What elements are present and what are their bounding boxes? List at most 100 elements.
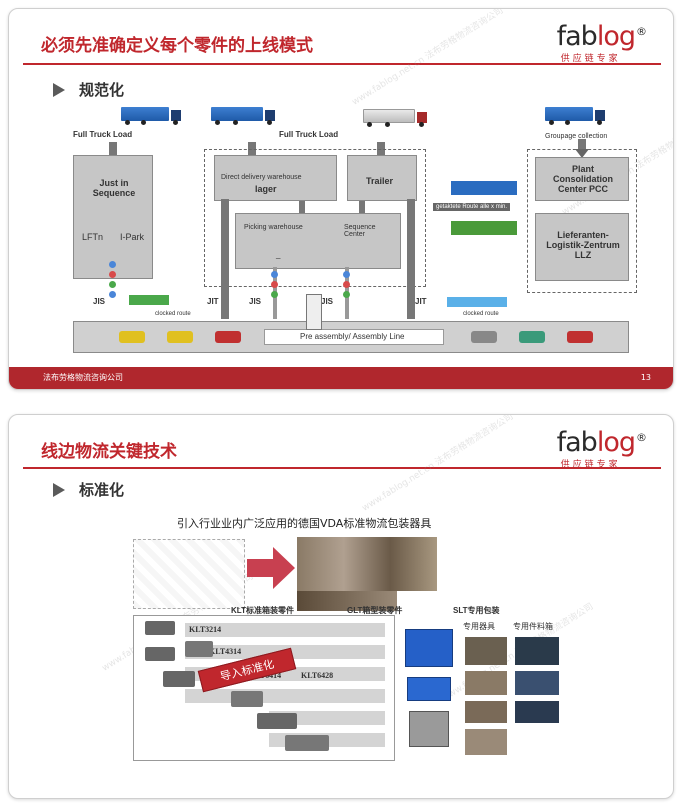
trailer-box: Trailer [347, 155, 417, 201]
warehouse-area [204, 149, 426, 287]
car-icon [215, 331, 241, 343]
tugger-train-icon [451, 181, 517, 195]
klt-bin-icon [185, 641, 213, 657]
consolidation-area [527, 149, 637, 293]
clocked-route-label: clocked route [155, 311, 191, 317]
slide-2-title: 线边物流关键技术 [41, 442, 177, 462]
slide-1-title: 必须先准确定义每个零件的上线模式 [41, 36, 313, 56]
slide-footer: 法布劳格物流咨询公司 13 [9, 367, 673, 389]
trailer-truck-icon [363, 109, 429, 127]
flow-arrow [299, 201, 305, 213]
car-icon [519, 331, 545, 343]
arrow-down-icon [575, 149, 589, 158]
clocked-route-label: clocked route [463, 311, 499, 317]
glt-label: GLT箱型装零件 [347, 606, 403, 615]
tugger-train-icon [129, 295, 169, 305]
watermark: www.fablog.net.cn 法布劳格物流咨询公司 [350, 8, 506, 108]
jit-label: JIT [207, 297, 219, 306]
pcc-box: Plant Consolidation Center PCC [535, 157, 629, 201]
footer-company: 法布劳格物流咨询公司 [43, 373, 123, 382]
slt-photo [515, 701, 559, 723]
arrow-right-icon [247, 547, 295, 589]
sequence-dot [343, 281, 350, 288]
klt-bin-icon [145, 647, 175, 661]
klt-code: KLT3214 [189, 625, 222, 634]
llz-box: Lieferanten-Logistik-Zentrum LLZ [535, 213, 629, 281]
page-number: 13 [640, 373, 651, 382]
truck-icon [545, 107, 605, 125]
sequence-dot [109, 271, 116, 278]
assembly-line-label: Pre assembly/ Assembly Line [300, 332, 405, 341]
slt-photo [465, 701, 507, 723]
tugger-train-icon [447, 297, 507, 307]
title-rule [23, 467, 661, 469]
assembly-line: Pre assembly/ Assembly Line [73, 294, 629, 353]
glt-bin-icon [407, 677, 451, 701]
jis-box: Just in Sequence LFTn I-Park [73, 155, 153, 279]
sequence-dot [109, 291, 116, 298]
packaging-photo [297, 537, 437, 591]
sequence-dot [343, 271, 350, 278]
klt-bin-icon [163, 671, 195, 687]
title-rule [23, 63, 661, 65]
fablog-logo: fablog ® 供应链专家 [556, 427, 647, 471]
triangle-bullet-icon [53, 483, 65, 497]
full-truck-label: Full Truck Load [73, 130, 133, 139]
car-icon [471, 331, 497, 343]
full-truck-label: Full Truck Load [279, 130, 339, 139]
flow-arrow [359, 201, 365, 213]
klt-bin-icon [285, 735, 329, 751]
triangle-bullet-icon [53, 83, 65, 97]
jis-label: JIS [93, 297, 106, 306]
glt-rack-icon [409, 711, 449, 747]
klt-code: KLT4314 [209, 647, 242, 656]
sequence-dot [343, 291, 350, 298]
direct-delivery-box: Direct delivery warehouse lager [214, 155, 337, 201]
jis-label: JIS [249, 297, 262, 306]
sequence-dot [271, 281, 278, 288]
slt-photo [515, 637, 559, 665]
glt-bin-icon [405, 629, 453, 667]
flow-arrow [109, 142, 117, 158]
special-device-label: 专用器具 [463, 622, 495, 631]
car-icon [119, 331, 145, 343]
line-entry-icon [306, 294, 322, 330]
klt-bin-icon [231, 691, 263, 707]
flow-arrow [578, 139, 586, 151]
slide-1: 必须先准确定义每个零件的上线模式 fablog ® 供应链专家 规范化 www.… [8, 8, 674, 390]
fablog-logo: fablog ® 供应链专家 [556, 21, 647, 65]
flow-arrow [248, 142, 256, 160]
special-bin-label: 专用件料箱 [513, 622, 553, 631]
intro-text: 引入行业业内广泛应用的德国VDA标准物流包装器具 [177, 517, 432, 530]
klt-bin-icon [145, 621, 175, 635]
watermark: www.fablog.net.cn 法布劳格物流咨询公司 [360, 414, 516, 514]
parts-sketch [133, 539, 245, 609]
groupage-label: Groupage collection [545, 133, 608, 140]
jit-arrow [221, 199, 229, 319]
jit-label: JIT [415, 297, 427, 306]
flow-arrow [377, 142, 385, 160]
slt-photo [515, 671, 559, 695]
klt-row [185, 623, 385, 637]
car-icon [167, 331, 193, 343]
klt-row [185, 689, 385, 703]
sequence-dot [109, 261, 116, 268]
klt-code: KLT6428 [301, 671, 334, 680]
section-heading: 标准化 [53, 479, 124, 500]
jit-arrow [407, 199, 415, 319]
klt-label: KLT标准箱装零件 [231, 606, 294, 615]
truck-icon [211, 107, 275, 125]
sequence-dot [271, 291, 278, 298]
slt-photo [465, 671, 507, 695]
klt-row [269, 711, 385, 725]
truck-icon [121, 107, 181, 125]
slt-label: SLT专用包装 [453, 606, 500, 615]
slt-photo [465, 729, 507, 755]
sequence-dot [271, 271, 278, 278]
slt-photo [465, 637, 507, 665]
slide-2: 线边物流关键技术 fablog ® 供应链专家 标准化 www.fablog.n… [8, 414, 674, 799]
sequence-dot [109, 281, 116, 288]
klt-bin-icon [257, 713, 297, 729]
jis-label: JIS [321, 297, 334, 306]
picking-sequence-box: Picking warehouse Sequence Center _ [235, 213, 401, 269]
